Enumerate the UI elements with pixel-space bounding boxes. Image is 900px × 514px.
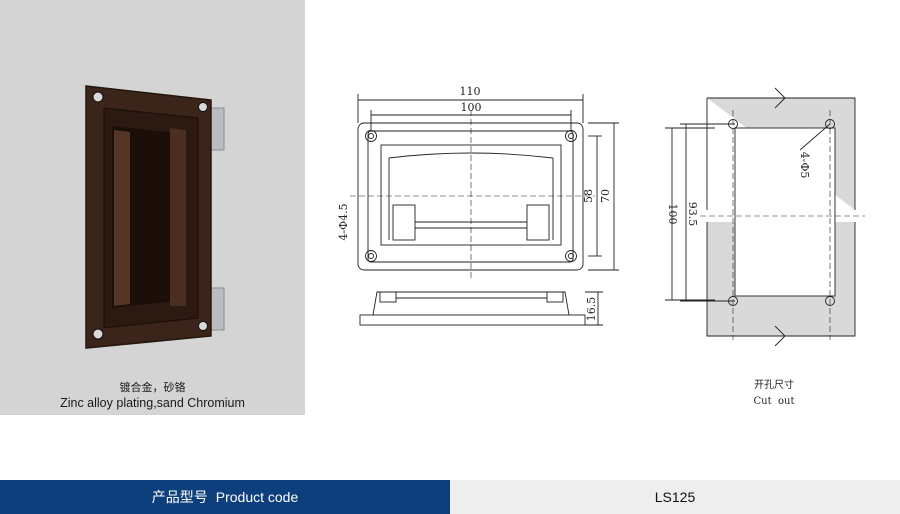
- front-view: [350, 110, 595, 280]
- dim-mount-holes: 4-Φ4.5: [337, 203, 350, 240]
- cutout-dim-hole-spacing: 93.5: [686, 202, 699, 227]
- dim-depth: 16.5: [585, 297, 598, 322]
- dim-hole-spacing-width: 100: [461, 101, 482, 114]
- cutout-dim-height: 100: [666, 204, 679, 225]
- cutout-holes: 4-Φ5: [798, 152, 811, 179]
- product-photo-panel: 镀合金，砂铬 Zinc alloy plating,sand Chromium: [0, 0, 305, 415]
- product-code-label-en: Product code: [215, 489, 299, 505]
- cutout-label-cn: 开孔尺寸: [754, 378, 794, 391]
- product-code-label-cn: 产品型号: [151, 489, 208, 505]
- product-code-value: LS125: [654, 489, 696, 505]
- side-view: [359, 291, 586, 326]
- product-code-value-bar: LS125: [450, 480, 900, 514]
- dim-overall-height: 70: [599, 189, 612, 203]
- finish-caption-cn: 镀合金，砂铬: [119, 381, 186, 394]
- product-code-label-bar: 产品型号 Product code: [0, 480, 450, 514]
- cutout-view: [700, 87, 865, 347]
- cutout-label-en: Cut out: [754, 396, 795, 407]
- dim-hole-spacing-height: 58: [582, 189, 595, 203]
- technical-drawing: 110 100 58 70 4-Φ4.5 16.5 100 93.5 4-Φ5 …: [337, 85, 865, 407]
- dim-overall-width: 110: [460, 85, 481, 98]
- finish-caption-en: Zinc alloy plating,sand Chromium: [60, 396, 245, 410]
- product-photo: [85, 85, 225, 349]
